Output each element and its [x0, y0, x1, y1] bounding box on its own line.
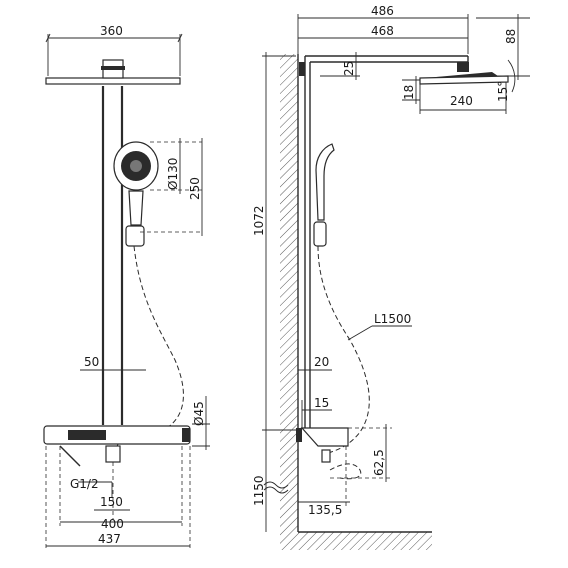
- dim-437: 437: [98, 532, 121, 546]
- front-head-joint: [101, 66, 125, 70]
- dim-50: 50: [84, 355, 99, 369]
- dim-l1500: L1500: [374, 312, 411, 326]
- front-handshower: [113, 141, 159, 247]
- break-mark-1: [263, 481, 289, 489]
- dim-150: 150: [100, 495, 123, 509]
- dim-1150: 1150: [252, 475, 266, 506]
- front-view: 360 Ø130 250 50 Ø45 G1/2 150 400 437: [43, 24, 210, 548]
- dim-arc-15: [507, 59, 516, 93]
- side-head-cap: [430, 72, 498, 78]
- dim-135-5: 135,5: [308, 503, 342, 517]
- dim-1072: 1072: [252, 205, 266, 236]
- dim-25: 25: [342, 61, 356, 76]
- dim-130: Ø130: [166, 158, 180, 190]
- front-head-plate: [45, 77, 181, 85]
- side-handshower: [313, 143, 335, 247]
- dim-18: 18: [402, 85, 416, 100]
- dim-15: 15: [314, 396, 329, 410]
- dim-15-deg: 15°: [496, 81, 510, 102]
- side-head-joint: [457, 62, 469, 72]
- side-wall-bracket-bottom: [296, 428, 302, 442]
- wall-hatch: [280, 54, 298, 532]
- dim-400: 400: [101, 517, 124, 531]
- break-mark-2: [263, 486, 289, 494]
- front-shelf-end: [182, 428, 190, 442]
- side-wall-bracket-top: [299, 62, 305, 76]
- side-inlet: [321, 449, 331, 463]
- front-spout: [59, 445, 81, 467]
- dim-250: 250: [188, 177, 202, 200]
- dim-45: Ø45: [192, 401, 206, 426]
- front-inlet: [105, 445, 121, 463]
- front-hose: [115, 245, 184, 451]
- dim-240: 240: [450, 94, 473, 108]
- front-control-panel: [68, 430, 106, 440]
- side-head-plate: [419, 75, 509, 85]
- side-hose: [317, 245, 370, 457]
- front-shelf: [43, 425, 191, 445]
- side-shelf: [300, 427, 349, 447]
- dim-62-5: 62,5: [372, 449, 386, 476]
- leader-l1500: [347, 325, 373, 341]
- dim-88: 88: [504, 29, 518, 44]
- side-view: 486 468 88 25 18 240 15° 1072 L1500 20 1…: [252, 4, 530, 550]
- dim-468: 468: [371, 24, 394, 38]
- dim-g12: G1/2: [70, 477, 99, 491]
- dim-20: 20: [314, 355, 329, 369]
- floor-hatch: [280, 532, 432, 550]
- dim-360: 360: [100, 24, 123, 38]
- dim-486: 486: [371, 4, 394, 18]
